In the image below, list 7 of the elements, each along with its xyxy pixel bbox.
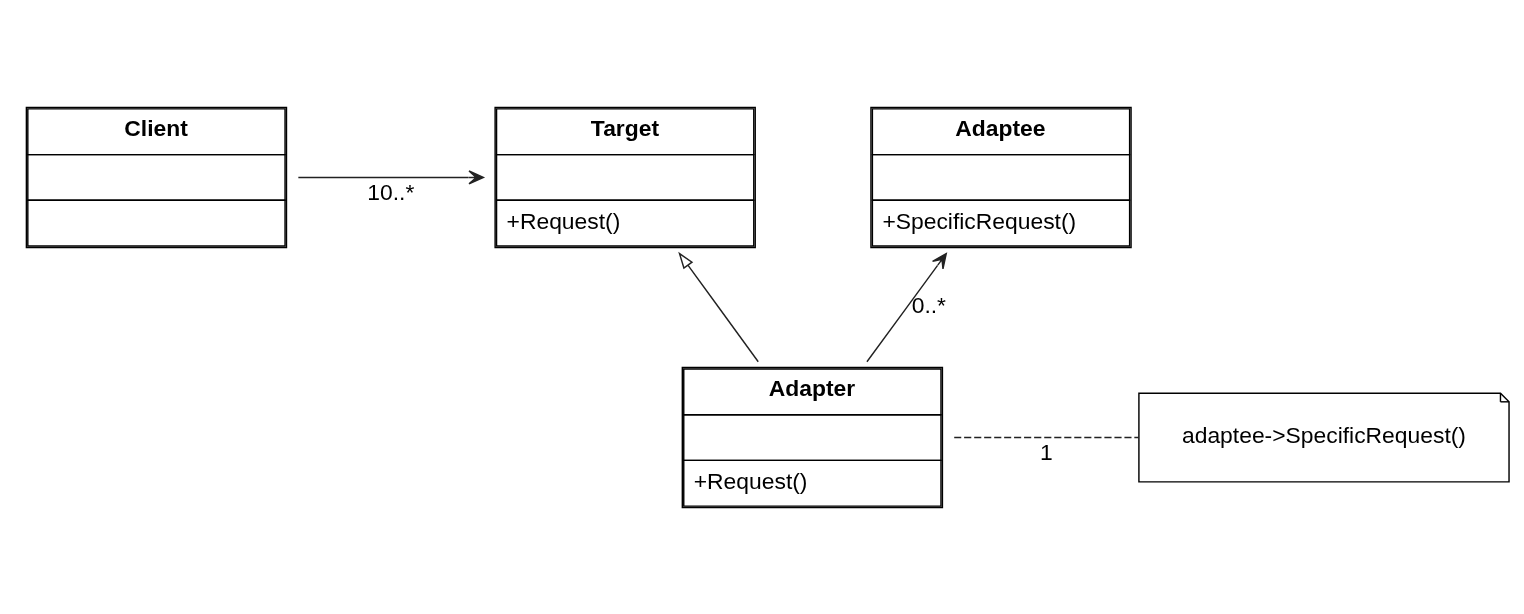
arrow [297,169,485,185]
arrow [866,252,947,362]
edge-label: 0..* [911,291,946,318]
arrow [678,251,759,362]
edge-label: 10..* [367,178,415,205]
connector [953,436,1140,438]
edge-label: 1 [1040,438,1053,465]
